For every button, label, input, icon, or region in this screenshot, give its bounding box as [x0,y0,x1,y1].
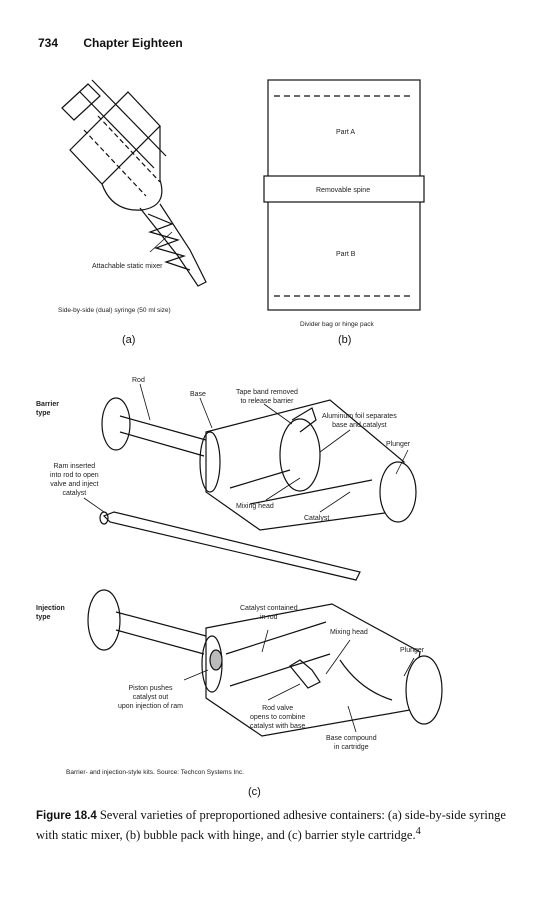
catalyst-contained-label: Catalyst contained in rod [240,604,298,622]
page-number: 734 [38,36,59,50]
removable-spine-label: Removable spine [316,187,371,194]
barrier-type-label: Barrier type [36,400,59,418]
ram-label: Ram inserted into rod to open valve and … [50,462,99,498]
figure-label: Figure 18.4 [36,810,97,822]
panel-c-letter: (c) [248,786,261,798]
plunger-top-label: Plunger [386,441,411,448]
divider-bag-caption: Divider bag or hinge pack [300,321,374,328]
aluminum-foil-line-2: base and catalyst [332,422,387,429]
ram-line-4: catalyst [62,490,87,497]
mixing-head-top-label: Mixing head [236,503,274,510]
barrier-type-line-2: type [36,410,51,417]
aluminum-foil-label: Aluminum foil separates base and catalys… [322,412,397,430]
injection-cartridge-illustration [87,589,443,737]
rod-valve-line-3: catalyst with base [250,723,306,730]
injection-type-line-2: type [36,614,51,621]
ram-line-3: valve and inject [50,481,99,488]
divider-bag-illustration [263,79,425,311]
catalyst-contained-line-1: Catalyst contained [240,605,298,612]
injection-type-line-1: Injection [36,605,65,612]
mixing-head-bottom-label: Mixing head [330,629,368,636]
tape-band-line-2: to release barrier [240,398,294,405]
piston-line-2: catalyst out [132,694,169,701]
base-compound-line-1: Base compound [326,735,377,742]
base-compound-line-2: in cartridge [333,744,369,751]
catalyst-contained-line-2: in rod [260,614,278,621]
barrier-cartridge-illustration [99,397,417,581]
barrier-type-line-1: Barrier [36,401,59,408]
syringe-caption: Side-by-side (dual) syringe (50 ml size) [58,307,171,314]
rod-valve-line-1: Rod valve [262,705,294,712]
panel-a-letter: (a) [122,334,136,346]
chapter-title: Chapter Eighteen [83,36,183,50]
aluminum-foil-line-1: Aluminum foil separates [322,413,397,420]
base-compound-label: Base compound in cartridge [326,734,377,752]
figure-caption-footnote: 4 [415,826,421,837]
dual-syringe-illustration [61,79,207,287]
ram-line-2: into rod to open [50,472,99,479]
rod-valve-line-2: opens to combine [250,714,306,721]
rod-label: Rod [132,377,145,384]
catalyst-label: Catalyst [304,515,330,522]
piston-line-1: Piston pushes [128,685,173,692]
piston-label: Piston pushes catalyst out upon injectio… [118,684,183,711]
rod-valve-label: Rod valve opens to combine catalyst with… [250,704,305,731]
leader-lines [83,231,415,733]
static-mixer-label: Attachable static mixer [92,263,163,270]
kits-caption: Barrier- and injection-style kits. Sourc… [66,769,244,776]
piston-line-3: upon injection of ram [118,703,183,710]
tape-band-label: Tape band removed to release barrier [236,388,298,406]
base-label: Base [190,391,206,398]
page-header: 734 Chapter Eighteen [38,36,205,50]
tape-band-line-1: Tape band removed [236,389,298,396]
ram-line-1: Ram inserted [53,463,96,470]
plunger-bottom-label: Plunger [400,647,425,654]
part-b-label: Part B [336,251,356,258]
injection-type-label: Injection type [36,604,65,622]
figure-caption-text: Several varieties of preproportioned adh… [36,808,506,843]
part-a-label: Part A [336,129,356,136]
panel-b-letter: (b) [338,334,352,346]
figure-caption: Figure 18.4 Several varieties of preprop… [36,808,516,843]
